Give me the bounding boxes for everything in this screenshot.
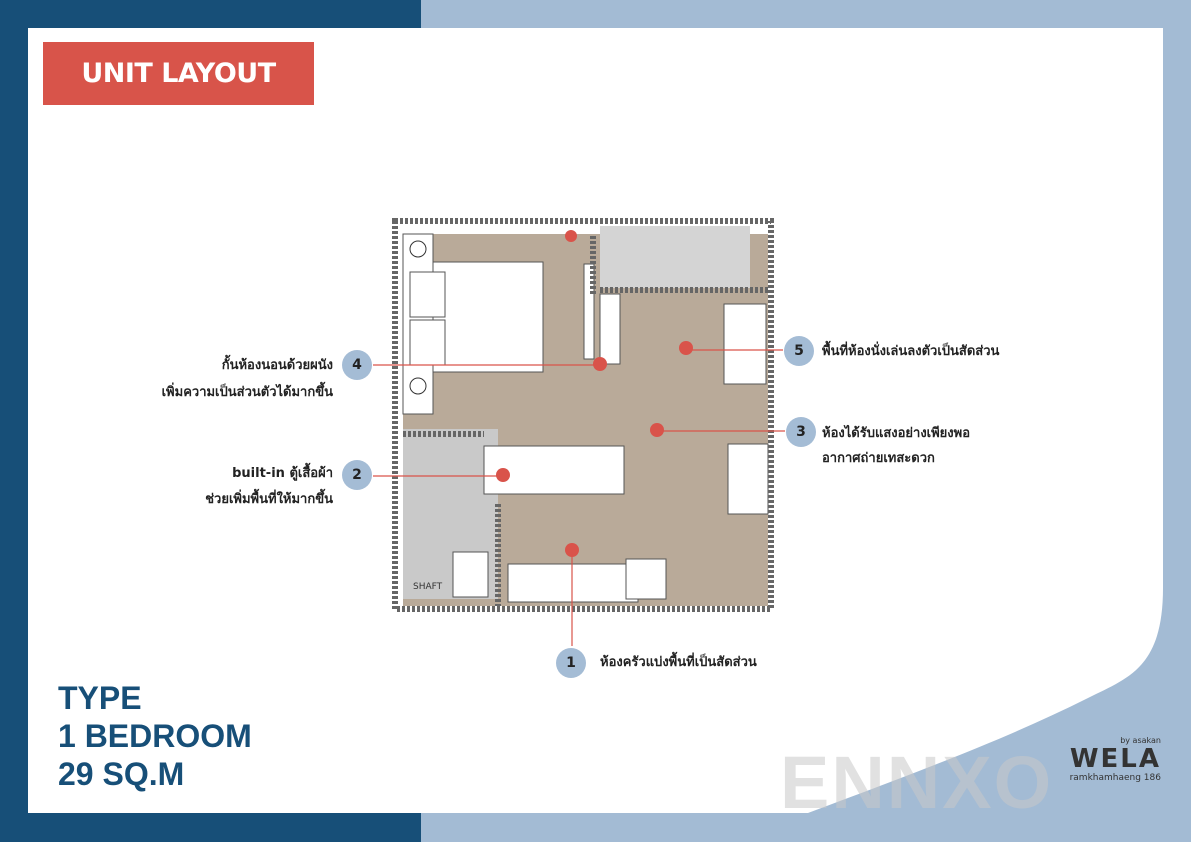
type-label: TYPE (58, 680, 142, 716)
callout-3-line2: อากาศถ่ายเทสะดวก (822, 451, 935, 466)
balcony (600, 226, 750, 288)
bed (432, 261, 544, 373)
page-title: UNIT LAYOUT (43, 42, 314, 105)
logo-brand: WELA (1069, 744, 1161, 774)
callout-4-line2: เพิ่มความเป็นส่วนตัวได้มากขึ้น (161, 385, 333, 400)
markers (496, 230, 693, 557)
logo-by: by asakan (1120, 736, 1161, 745)
callout-3-badge: 3 (786, 417, 816, 447)
area-label: 29 SQ.M (58, 756, 185, 792)
callout-5-badge: 5 (784, 336, 814, 366)
callout-5-line1: พื้นที่ห้องนั่งเล่นลงตัวเป็นสัดส่วน (822, 344, 1000, 359)
sofa (723, 303, 767, 385)
callout-1-badge: 1 (556, 648, 586, 678)
wela-logo: by asakan WELA ramkhamhaeng 186 (1070, 736, 1161, 783)
callout-4-line1: กั้นห้องนอนด้วยผนัง (221, 358, 333, 373)
bedroom-label: 1 BEDROOM (58, 718, 252, 754)
shaft-label: SHAFT (413, 582, 443, 592)
floor-plan: SHAFT (392, 218, 774, 612)
callout-3-line1: ห้องได้รับแสงอย่างเพียงพอ (822, 426, 971, 441)
watermark: ENNXO (780, 741, 1054, 824)
callout-1-line1: ห้องครัวแบ่งพื้นที่เป็นสัดส่วน (600, 655, 757, 670)
callout-4-badge: 4 (342, 350, 372, 380)
callout-2-badge: 2 (342, 460, 372, 490)
callout-2-line1: built-in ตู้เสื้อผ้า (232, 466, 333, 481)
callout-2-line2: ช่วยเพิ่มพื้นที่ให้มากขึ้น (205, 492, 333, 507)
corner-decoration (808, 588, 1163, 813)
logo-sub: ramkhamhaeng 186 (1069, 773, 1161, 783)
